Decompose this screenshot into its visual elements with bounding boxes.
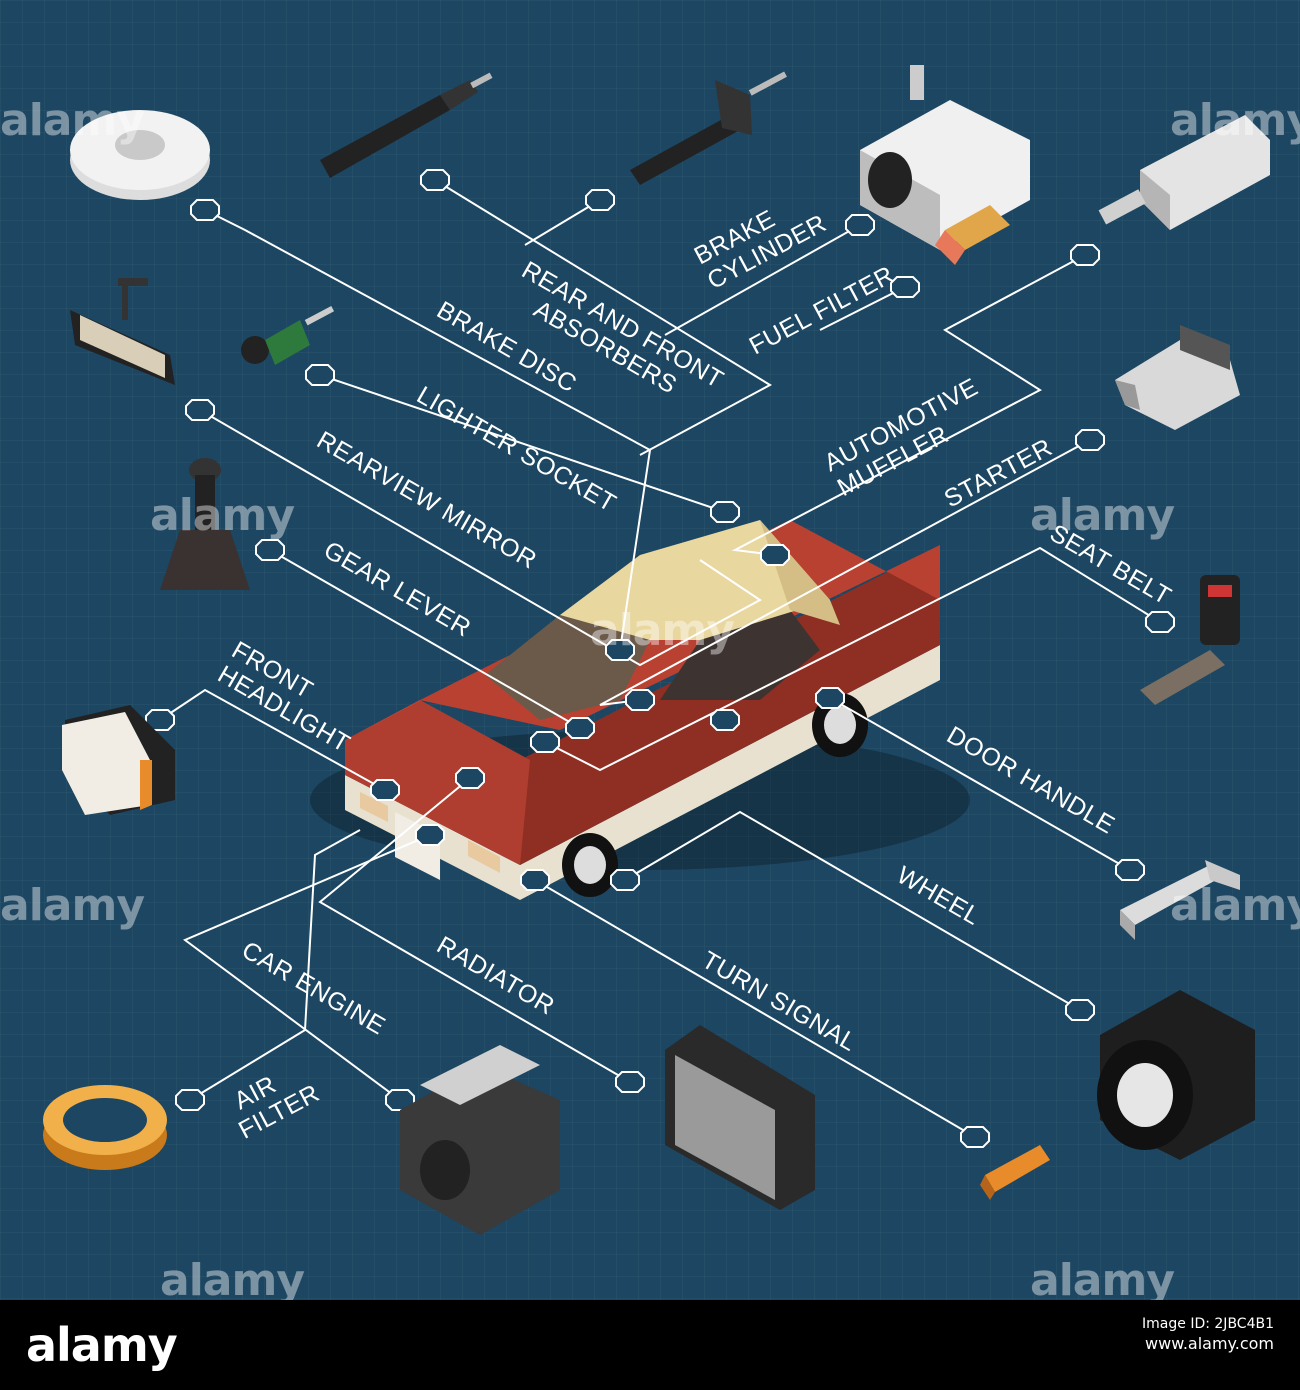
label-fuel-filter: FUEL FILTER	[745, 261, 899, 361]
leader-lines	[159, 179, 1161, 1138]
brake-disc-icon	[70, 110, 210, 200]
label-brake-cylinder: BRAKE CYLINDER	[690, 184, 831, 295]
front-absorber-icon	[630, 71, 787, 185]
watermark: alamy	[160, 1255, 305, 1300]
fuel-filter-icon	[935, 205, 1010, 265]
radiator-icon	[665, 1025, 815, 1210]
watermark: alamy	[1030, 1255, 1175, 1300]
rear-absorber-icon	[320, 72, 493, 178]
label-gear-lever: GEAR LEVER	[319, 536, 476, 643]
label-air-filter: AIR FILTER	[221, 1054, 324, 1144]
rearview-mirror-icon	[70, 278, 175, 385]
starter-icon	[1115, 325, 1240, 430]
red-sedan-car	[310, 520, 970, 900]
watermark: alamy	[590, 605, 735, 656]
turn-signal-icon	[980, 1145, 1050, 1200]
watermark: alamy	[150, 490, 295, 541]
label-rear-front-absorbers: REAR AND FRONT ABSORBERS	[503, 256, 734, 422]
watermark: alamy	[1030, 490, 1175, 541]
footer-image-info: Image ID: 2JBC4B1 www.alamy.com	[1142, 1314, 1274, 1354]
front-headlight-icon	[62, 705, 175, 815]
seat-belt-icon	[1140, 575, 1240, 705]
label-wheel: WHEEL	[892, 861, 985, 931]
footer-url: www.alamy.com	[1145, 1334, 1274, 1353]
car-engine-icon	[400, 1045, 560, 1235]
rear-wheel	[812, 693, 868, 757]
footer-brand-logo: alamy	[26, 1318, 178, 1372]
wheel-icon	[1097, 990, 1255, 1160]
infographic-canvas: BRAKE CYLINDER REAR AND FRONT ABSORBERS …	[0, 0, 1300, 1300]
watermark: alamy	[0, 95, 145, 146]
label-door-handle: DOOR HANDLE	[942, 721, 1120, 840]
car-parts-diagram: BRAKE CYLINDER REAR AND FRONT ABSORBERS …	[43, 65, 1270, 1235]
label-car-engine: CAR ENGINE	[237, 936, 390, 1041]
front-wheel	[562, 833, 618, 897]
door-handle-icon	[1120, 860, 1240, 940]
lighter-socket-icon	[241, 305, 335, 365]
watermark: alamy	[1170, 880, 1300, 931]
label-radiator: RADIATOR	[432, 931, 559, 1021]
watermark: alamy	[0, 880, 145, 931]
footer-image-id: Image ID: 2JBC4B1	[1142, 1316, 1274, 1332]
muffler-icon	[1098, 115, 1270, 230]
stock-footer-bar: alamy Image ID: 2JBC4B1 www.alamy.com	[0, 1300, 1300, 1390]
label-front-headlight: FRONT HEADLIGHT	[213, 636, 369, 758]
air-filter-icon	[43, 1085, 167, 1170]
watermark: alamy	[1170, 95, 1300, 146]
gear-lever-icon	[160, 458, 250, 590]
